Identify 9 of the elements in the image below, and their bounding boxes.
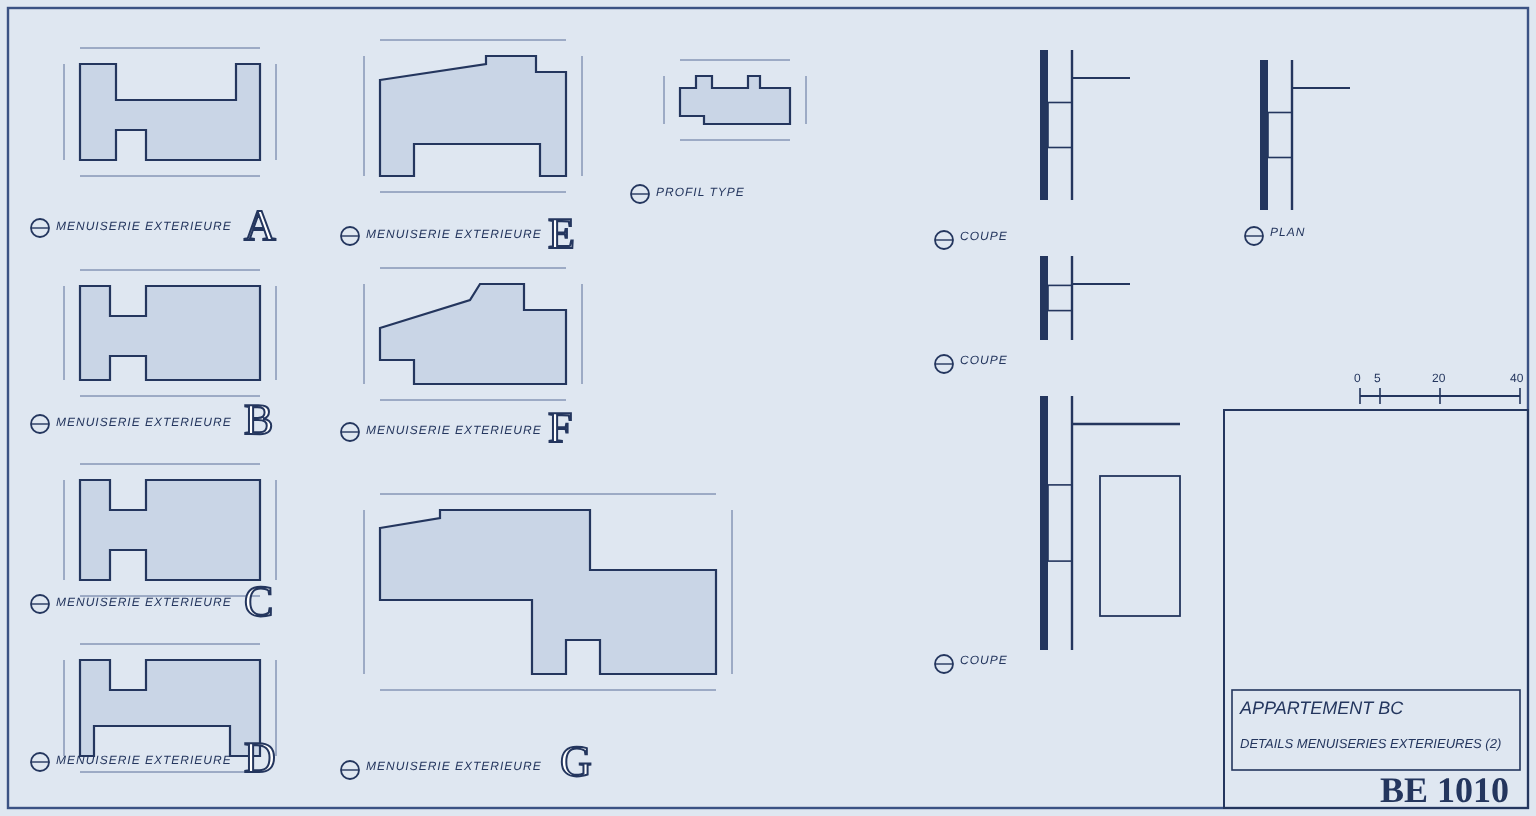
view-letter: A	[244, 204, 276, 248]
view-letter: F	[548, 406, 573, 450]
view-letter: G	[560, 740, 592, 784]
view-letter: D	[244, 736, 276, 780]
view-letter: E	[548, 212, 575, 256]
drawing-number: BE 1010	[1380, 772, 1510, 808]
project-title: APPARTEMENT BC	[1240, 700, 1404, 718]
view-letter: B	[244, 398, 274, 442]
view-letter: C	[244, 580, 274, 624]
